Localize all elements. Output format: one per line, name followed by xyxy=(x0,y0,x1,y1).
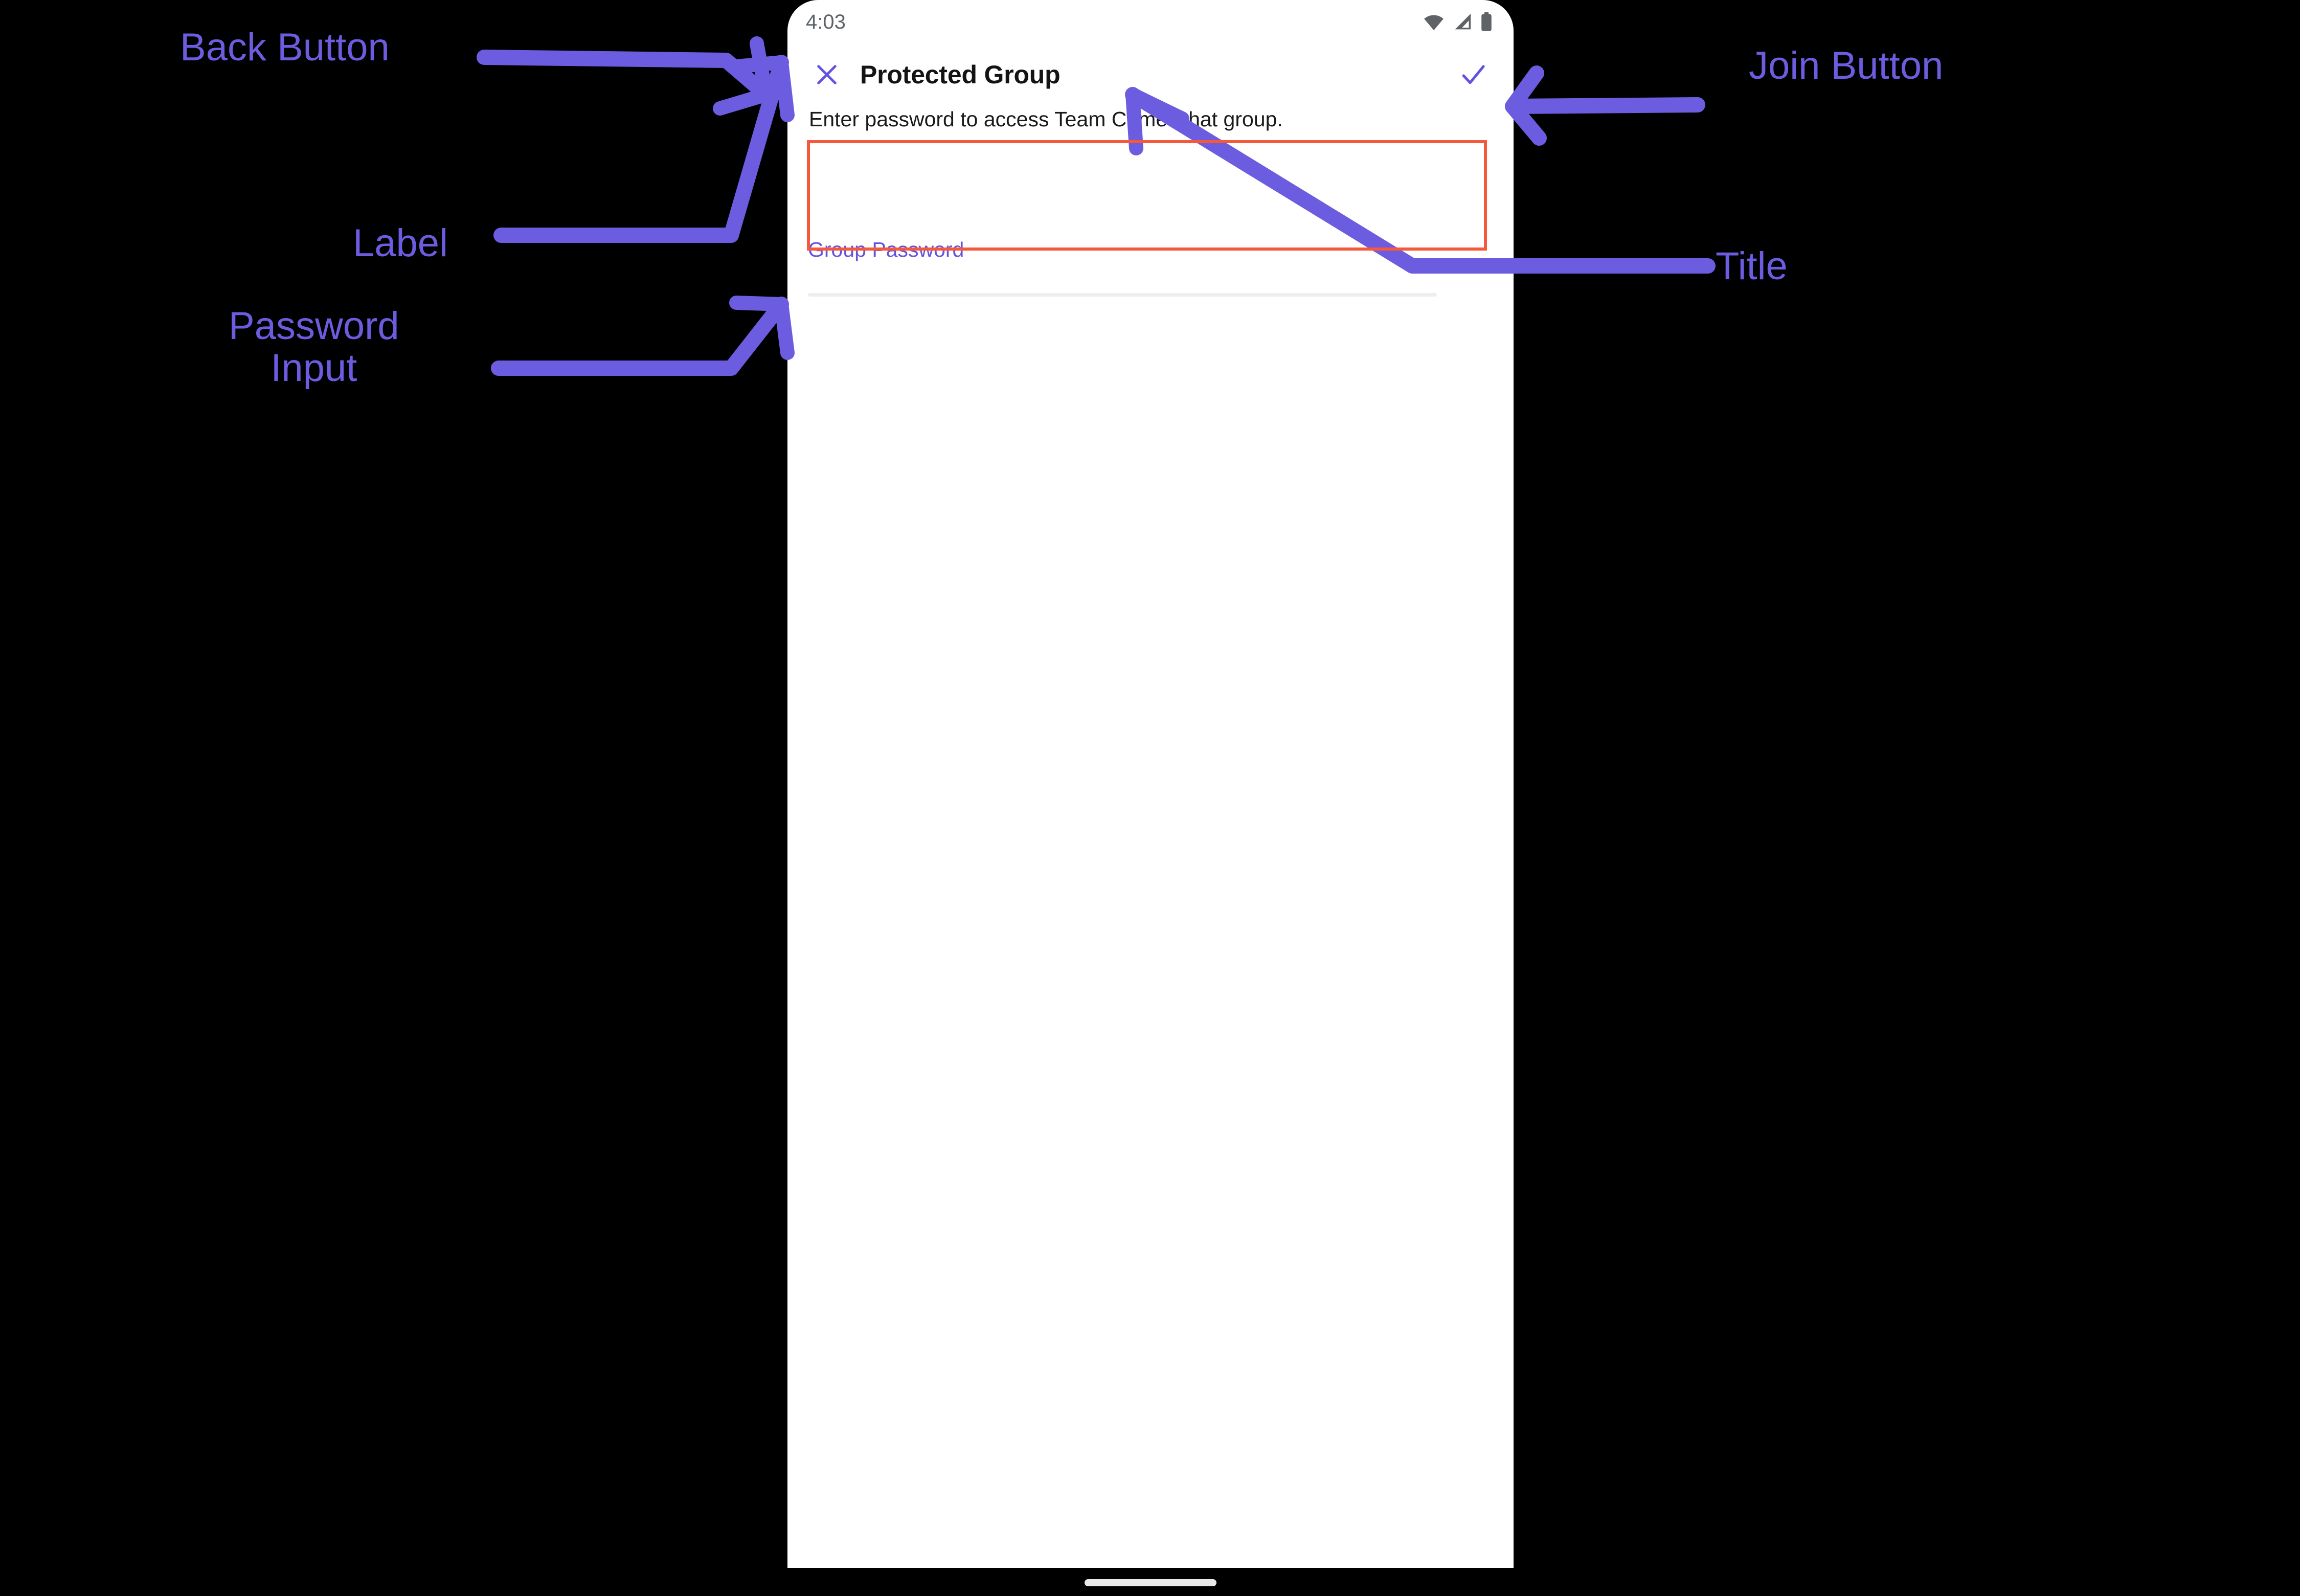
check-icon xyxy=(1458,59,1489,90)
arrow-back-button-head xyxy=(713,36,773,116)
navigation-gesture-bar xyxy=(787,1568,1514,1596)
back-button[interactable] xyxy=(805,53,849,97)
annotation-password-input: Password Input xyxy=(229,304,399,390)
home-gesture-pill[interactable] xyxy=(1085,1579,1216,1586)
password-description-text: Enter password to access Team CometChat … xyxy=(809,107,1283,131)
page-title: Protected Group xyxy=(860,60,1061,89)
password-field-label: Group Password xyxy=(808,238,964,261)
arrow-password-input-head xyxy=(729,296,795,360)
status-bar-icons xyxy=(1423,12,1493,32)
annotation-join-button: Join Button xyxy=(1749,44,1944,87)
wifi-icon xyxy=(1423,13,1445,31)
arrow-join-button xyxy=(1505,65,1705,114)
arrow-join-button-head xyxy=(1505,99,1547,146)
app-bar: Protected Group xyxy=(787,44,1514,105)
arrow-password-input xyxy=(491,297,789,376)
cellular-signal-icon xyxy=(1452,13,1473,31)
phone-screen: 4:03 xyxy=(787,0,1514,1568)
status-bar-clock: 4:03 xyxy=(806,11,846,33)
join-button[interactable] xyxy=(1451,53,1495,97)
close-icon xyxy=(813,60,841,89)
status-bar: 4:03 xyxy=(787,0,1514,44)
arrow-label xyxy=(493,55,789,243)
battery-icon xyxy=(1480,12,1493,32)
annotation-back-button: Back Button xyxy=(180,26,390,69)
password-input-group[interactable]: Group Password xyxy=(808,239,1468,297)
password-field-underline xyxy=(808,293,1437,297)
annotation-label: Label xyxy=(353,221,448,265)
arrow-back-button xyxy=(477,50,774,102)
annotation-title: Title xyxy=(1716,244,1788,288)
arrow-label-head xyxy=(729,55,795,122)
